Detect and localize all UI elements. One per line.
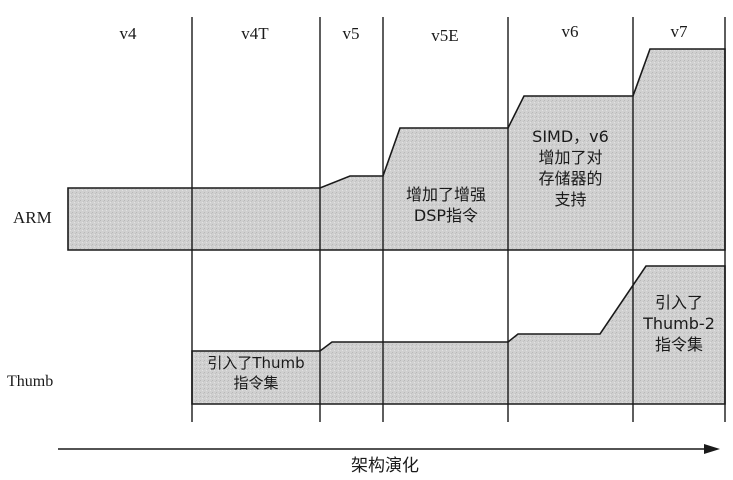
annotation-line: 引入了Thumb bbox=[207, 354, 305, 372]
annotation-v7-thumb: 引入了 Thumb-2 指令集 bbox=[633, 292, 725, 355]
annotation-line: 引入了 bbox=[654, 293, 703, 312]
version-v6: v6 bbox=[561, 22, 579, 41]
annotation-line: 指令集 bbox=[233, 374, 279, 392]
annotation-v5e-arm: 增加了增强 DSP指令 bbox=[384, 184, 508, 226]
annotation-line: SIMD，v6 bbox=[532, 127, 609, 146]
version-v5e: v5E bbox=[431, 26, 459, 45]
annotation-v6-arm: SIMD，v6 增加了对 存储器的 支持 bbox=[508, 126, 633, 210]
arrow-head-icon bbox=[704, 444, 720, 454]
row-label-arm: ARM bbox=[13, 208, 52, 227]
annotation-line: 存储器的 bbox=[538, 169, 603, 188]
version-v5: v5 bbox=[342, 24, 360, 43]
annotation-line: 增加了增强 bbox=[405, 185, 486, 204]
annotation-line: Thumb-2 bbox=[643, 314, 715, 333]
annotation-line: 增加了对 bbox=[538, 148, 603, 167]
version-v4t: v4T bbox=[241, 24, 269, 43]
annotation-line: 支持 bbox=[554, 190, 587, 209]
annotation-line: 指令集 bbox=[654, 335, 703, 354]
row-label-thumb: Thumb bbox=[7, 373, 54, 390]
evolution-arrow bbox=[58, 444, 720, 454]
axis-label: 架构演化 bbox=[351, 456, 419, 476]
version-dividers bbox=[191, 17, 726, 422]
version-v4: v4 bbox=[119, 24, 137, 43]
version-v7: v7 bbox=[670, 22, 688, 41]
annotation-line: DSP指令 bbox=[413, 206, 479, 225]
annotation-v4t-thumb: 引入了Thumb 指令集 bbox=[192, 353, 320, 393]
thumb-band bbox=[191, 265, 726, 405]
